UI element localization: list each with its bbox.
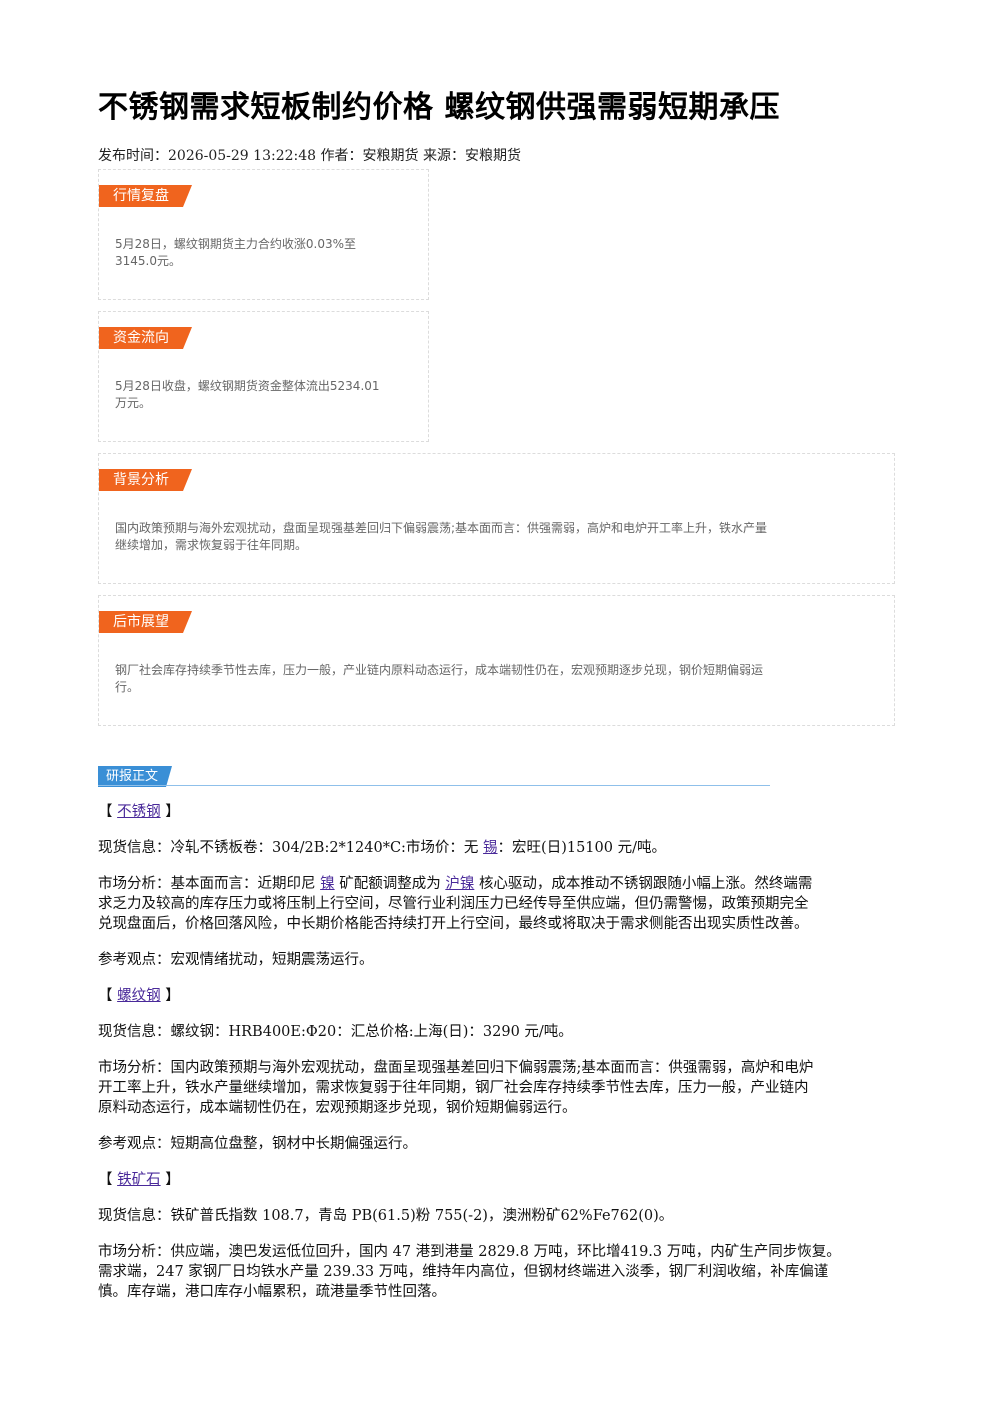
rebar-analysis-text: 开工率上升，铁水产量继续增加，需求恢复弱于往年同期，钢厂社会库存持续季节性去库，… bbox=[98, 1080, 809, 1096]
outlook-line: 钢厂社会库存持续季节性去库，压力一般，产业链内原料动态运行，成本端韧性仍在，宏观… bbox=[115, 663, 764, 677]
outlook-tag: 后市展望 bbox=[99, 611, 192, 633]
section-heading-stainless: 【 不锈钢 】 bbox=[98, 802, 888, 822]
report-body: 【 不锈钢 】 现货信息：冷轧不锈板卷：304/2B:2*1240*C:市场价：… bbox=[98, 802, 888, 1318]
stainless-analysis-text: 兑现盘面后，价格回落风险，中长期价格能否持续打开上行空间，最终或将取决于需求侧能… bbox=[98, 916, 809, 932]
iron-ore-analysis-text: 需求端，247 家钢厂日均铁水产量 239.33 万吨，维持年内高位，但钢材终端… bbox=[98, 1264, 829, 1280]
capital-flow-tag: 资金流向 bbox=[99, 327, 192, 349]
report-body-tag: 研报正文 bbox=[98, 766, 173, 787]
link-shfe-nickel[interactable]: 沪镍 bbox=[445, 876, 475, 892]
stainless-analysis-text: 矿配额调整成为 bbox=[339, 876, 441, 892]
link-tin[interactable]: 锡 bbox=[483, 840, 498, 856]
iron-ore-analysis-text: 市场分析：供应端，澳巴发运低位回升，国内 47 港到港量 2829.8 万吨，环… bbox=[98, 1244, 841, 1260]
bracket-close: 】 bbox=[165, 804, 180, 820]
outlook-line: 行。 bbox=[115, 680, 140, 694]
market-review-line: 3145.0元。 bbox=[115, 254, 181, 268]
market-review-text: 5月28日，螺纹钢期货主力合约收涨0.03%至 3145.0元。 bbox=[115, 236, 356, 270]
bracket-open: 【 bbox=[98, 1172, 113, 1188]
outlook-text: 钢厂社会库存持续季节性去库，压力一般，产业链内原料动态运行，成本端韧性仍在，宏观… bbox=[115, 662, 763, 696]
link-stainless[interactable]: 不锈钢 bbox=[117, 804, 161, 820]
bracket-close: 】 bbox=[165, 988, 180, 1004]
capital-flow-line: 万元。 bbox=[115, 396, 152, 410]
stainless-spot-suffix: ：宏旺(日)15100 元/吨。 bbox=[497, 840, 666, 856]
bracket-open: 【 bbox=[98, 988, 113, 1004]
background-card: 背景分析 国内政策预期与海外宏观扰动，盘面呈现强基差回归下偏弱震荡;基本面而言：… bbox=[98, 453, 895, 584]
page-title: 不锈钢需求短板制约价格 螺纹钢供强需弱短期承压 bbox=[98, 90, 780, 125]
link-iron-ore[interactable]: 铁矿石 bbox=[117, 1172, 161, 1188]
stainless-spot-text: 现货信息：冷轧不锈板卷：304/2B:2*1240*C:市场价：无 bbox=[98, 840, 479, 856]
iron-ore-analysis: 市场分析：供应端，澳巴发运低位回升，国内 47 港到港量 2829.8 万吨，环… bbox=[98, 1242, 888, 1302]
bracket-open: 【 bbox=[98, 804, 113, 820]
section-heading-iron-ore: 【 铁矿石 】 bbox=[98, 1170, 888, 1190]
report-divider bbox=[98, 785, 770, 786]
capital-flow-line: 5月28日收盘，螺纹钢期货资金整体流出5234.01 bbox=[115, 379, 380, 393]
background-tag: 背景分析 bbox=[99, 469, 192, 491]
background-text: 国内政策预期与海外宏观扰动，盘面呈现强基差回归下偏弱震荡;基本面而言：供强需弱，… bbox=[115, 520, 767, 554]
section-heading-rebar: 【 螺纹钢 】 bbox=[98, 986, 888, 1006]
article-header: 不锈钢需求短板制约价格 螺纹钢供强需弱短期承压 发布时间：2026-05-29 … bbox=[98, 88, 898, 166]
link-nickel[interactable]: 镍 bbox=[320, 876, 335, 892]
publish-meta: 发布时间：2026-05-29 13:22:48 作者：安粮期货 来源：安粮期货 bbox=[98, 148, 521, 164]
rebar-analysis-text: 市场分析：国内政策预期与海外宏观扰动，盘面呈现强基差回归下偏弱震荡;基本面而言：… bbox=[98, 1060, 814, 1076]
iron-ore-spot: 现货信息：铁矿普氏指数 108.7，青岛 PB(61.5)粉 755(-2)，澳… bbox=[98, 1208, 674, 1224]
stainless-analysis: 市场分析：基本面而言：近期印尼 镍 矿配额调整成为 沪镍 核心驱动，成本推动不锈… bbox=[98, 874, 888, 934]
rebar-analysis: 市场分析：国内政策预期与海外宏观扰动，盘面呈现强基差回归下偏弱震荡;基本面而言：… bbox=[98, 1058, 888, 1118]
rebar-spot: 现货信息：螺纹钢：HRB400E:Φ20：汇总价格:上海(日)：3290 元/吨… bbox=[98, 1024, 573, 1040]
background-line: 国内政策预期与海外宏观扰动，盘面呈现强基差回归下偏弱震荡;基本面而言：供强需弱，… bbox=[115, 521, 768, 535]
market-review-line: 5月28日，螺纹钢期货主力合约收涨0.03%至 bbox=[115, 237, 357, 251]
link-rebar[interactable]: 螺纹钢 bbox=[117, 988, 161, 1004]
stainless-analysis-text: 核心驱动，成本推动不锈钢跟随小幅上涨。然终端需 bbox=[478, 876, 813, 892]
background-line: 继续增加，需求恢复弱于往年同期。 bbox=[115, 538, 308, 552]
capital-flow-card: 资金流向 5月28日收盘，螺纹钢期货资金整体流出5234.01 万元。 bbox=[98, 311, 429, 442]
rebar-analysis-text: 原料动态运行，成本端韧性仍在，宏观预期逐步兑现，钢价短期偏弱运行。 bbox=[98, 1100, 577, 1116]
market-review-card: 行情复盘 5月28日，螺纹钢期货主力合约收涨0.03%至 3145.0元。 bbox=[98, 169, 429, 300]
capital-flow-text: 5月28日收盘，螺纹钢期货资金整体流出5234.01 万元。 bbox=[115, 378, 380, 412]
stainless-spot: 现货信息：冷轧不锈板卷：304/2B:2*1240*C:市场价：无 锡：宏旺(日… bbox=[98, 838, 888, 858]
stainless-analysis-text: 市场分析：基本面而言：近期印尼 bbox=[98, 876, 316, 892]
bracket-close: 】 bbox=[165, 1172, 180, 1188]
rebar-view: 参考观点：短期高位盘整，钢材中长期偏强运行。 bbox=[98, 1136, 417, 1152]
stainless-view: 参考观点：宏观情绪扰动，短期震荡运行。 bbox=[98, 952, 374, 968]
outlook-card: 后市展望 钢厂社会库存持续季节性去库，压力一般，产业链内原料动态运行，成本端韧性… bbox=[98, 595, 895, 726]
stainless-analysis-text: 求乏力及较高的库存压力或将压制上行空间，尽管行业利润压力已经传导至供应端，但仍需… bbox=[98, 896, 809, 912]
iron-ore-analysis-text: 慎。库存端，港口库存小幅累积，疏港量季节性回落。 bbox=[98, 1284, 446, 1300]
market-review-tag: 行情复盘 bbox=[99, 185, 192, 207]
